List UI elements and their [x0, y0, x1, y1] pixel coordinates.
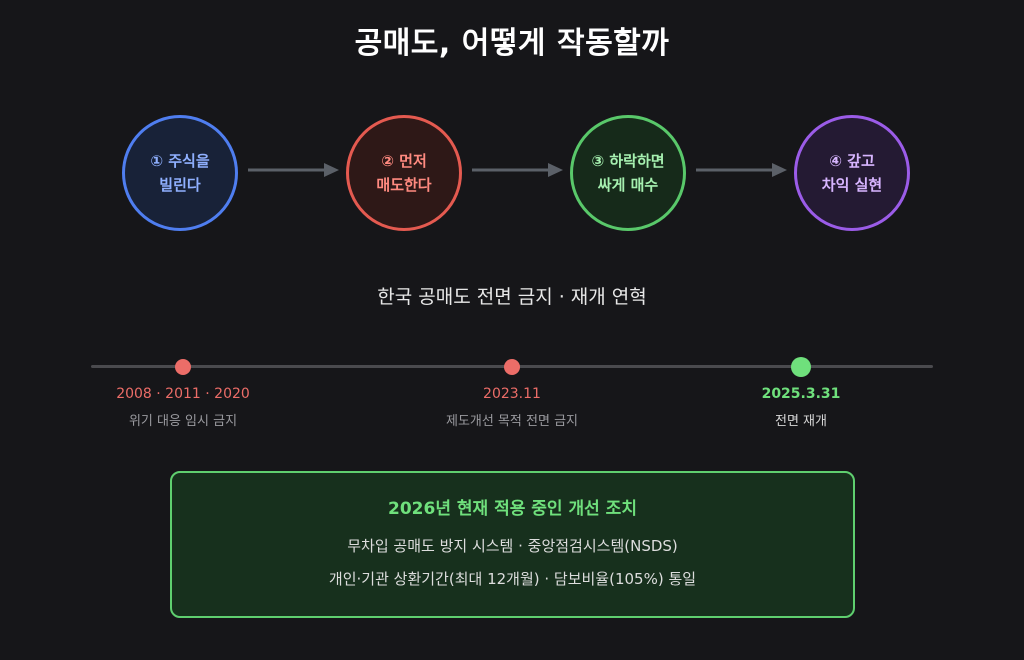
timeline-label: 2008 · 2011 · 2020	[116, 386, 250, 402]
current-measures-box: 2026년 현재 적용 중인 개선 조치 무차입 공매도 방지 시스템 · 중앙…	[170, 471, 855, 618]
timeline-desc: 전면 재개	[775, 414, 827, 429]
arrow-right-icon	[472, 163, 563, 177]
step-1-line2: 빌린다	[159, 176, 201, 194]
timeline-label: 2025.3.31	[761, 386, 841, 402]
box-line-2: 개인·기관 상환기간(최대 12개월) · 담보비율(105%) 통일	[328, 570, 697, 588]
box-title: 2026년 현재 적용 중인 개선 조치	[388, 499, 637, 519]
page-title: 공매도, 어떻게 작동할까	[354, 26, 670, 61]
box-line-1: 무차입 공매도 방지 시스템 · 중앙점검시스템(NSDS)	[347, 537, 678, 555]
timeline-desc: 위기 대응 임시 금지	[128, 414, 238, 429]
arrow-right-icon	[248, 163, 339, 177]
step-1-line1: ① 주식을	[150, 152, 210, 170]
step-4-line2: 차익 실현	[821, 176, 883, 194]
timeline-desc: 제도개선 목적 전면 금지	[446, 414, 578, 429]
timeline-label: 2023.11	[483, 386, 541, 402]
timeline-dot	[504, 359, 520, 375]
arrow-right-icon	[696, 163, 787, 177]
step-3-line2: 싸게 매수	[597, 176, 659, 194]
step-2-line2: 매도한다	[376, 176, 432, 194]
step-3-line1: ③ 하락하면	[591, 152, 665, 170]
step-1-borrow: ① 주식을 빌린다	[122, 115, 238, 231]
timeline-title: 한국 공매도 전면 금지 · 재개 연혁	[377, 286, 647, 308]
step-2-sell: ② 먼저 매도한다	[346, 115, 462, 231]
step-3-buy: ③ 하락하면 싸게 매수	[570, 115, 686, 231]
step-4-repay: ④ 갚고 차익 실현	[794, 115, 910, 231]
timeline-dot	[791, 357, 811, 377]
timeline-dot	[175, 359, 191, 375]
step-2-line1: ② 먼저	[381, 152, 427, 170]
step-4-line1: ④ 갚고	[829, 152, 875, 170]
